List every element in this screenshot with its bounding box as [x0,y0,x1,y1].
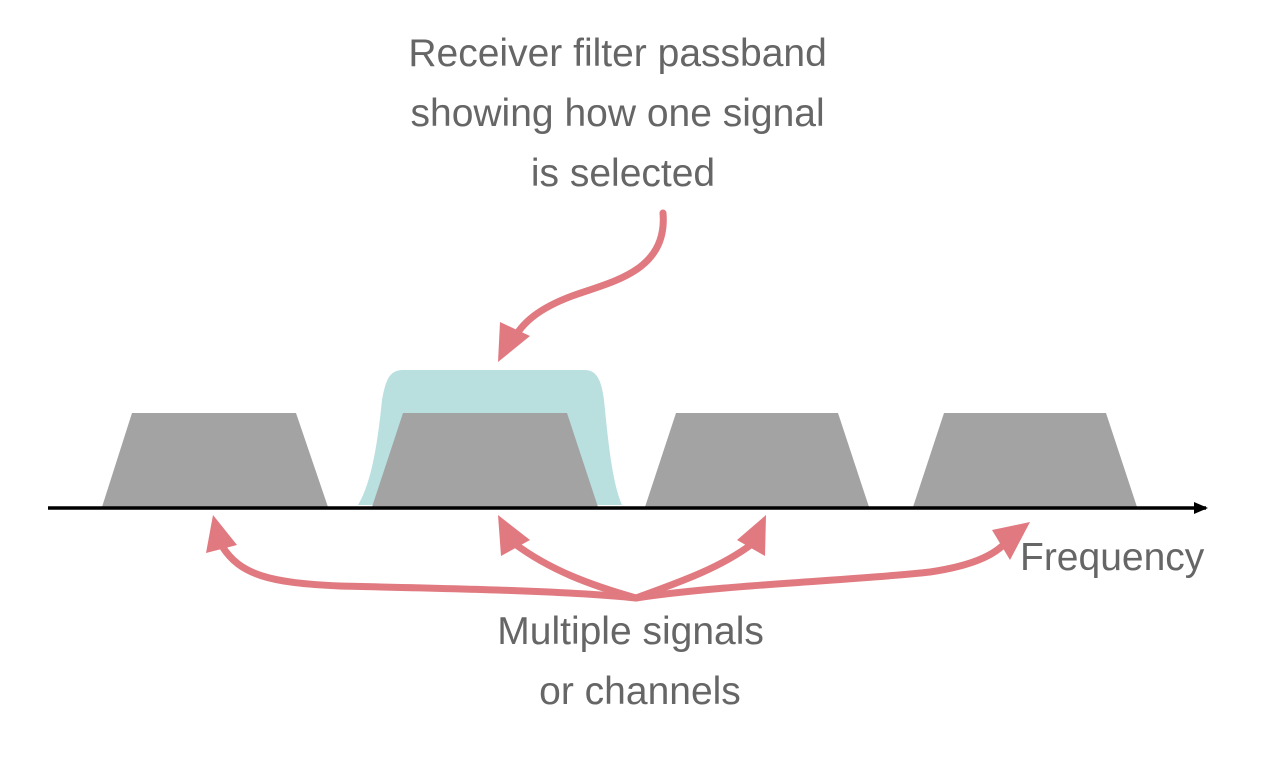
channels-caption: Multiple signals or channels [497,610,774,713]
passband-caption-line-1: Receiver filter passband [408,32,826,75]
frequency-axis-label: Frequency [1020,536,1205,579]
passband-caption-line-3: is selected [531,152,715,195]
arrow-to-channel-4 [632,536,1012,602]
signal-channel-2-selected [372,413,598,507]
arrow-to-channel-1 [218,542,640,602]
channels-caption-line-1: Multiple signals [497,610,764,653]
signal-channel-4 [913,413,1137,507]
passband-caption: Receiver filter passband showing how one… [408,32,837,195]
channels-caption-line-2: or channels [539,670,741,713]
channels-callout-arrows [206,515,1030,602]
signal-channel-3 [645,413,869,507]
arrow-to-channel-2 [511,540,640,602]
signal-channel-1 [102,413,328,507]
passband-caption-line-2: showing how one signal [411,92,825,135]
passband-callout-arrow [498,209,667,362]
